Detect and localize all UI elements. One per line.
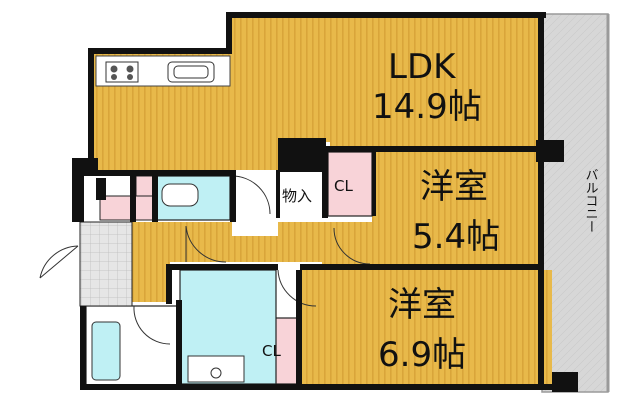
closet1-floor	[327, 151, 373, 217]
ldk-size: 14.9帖	[372, 87, 482, 127]
washroom-door-swing	[277, 269, 317, 307]
walls	[72, 12, 578, 392]
hallway-floor	[132, 222, 372, 302]
storage-label: 物入	[282, 187, 312, 205]
western2-size: 6.9帖	[378, 335, 466, 375]
balcony-area	[541, 13, 609, 393]
closet2-label: CL	[262, 342, 281, 360]
bathtub-icon	[91, 321, 121, 381]
western1-label: 洋室	[420, 167, 488, 207]
western1-door-swing	[333, 227, 371, 265]
entrance-door-swing	[39, 245, 79, 279]
entrance-tile	[79, 221, 133, 307]
western1-size: 5.4帖	[412, 217, 500, 257]
toilet-icon	[161, 183, 199, 207]
hall-door-swing-1	[185, 225, 227, 263]
balcony-label: バルコニー	[583, 168, 599, 233]
stove-icon	[105, 61, 139, 83]
closet1-label: CL	[334, 177, 353, 195]
hall-door-swing-2	[231, 175, 271, 215]
storage-floor	[278, 172, 322, 218]
western2-floor	[300, 270, 552, 388]
sink-icon	[167, 61, 215, 83]
ldk-floor	[92, 16, 542, 170]
bath-door-swing	[133, 305, 171, 345]
ldk-label: LDK	[388, 47, 457, 87]
western1-floor	[372, 152, 540, 268]
western2-label: 洋室	[388, 285, 456, 325]
shoe-cabinet	[99, 195, 157, 221]
